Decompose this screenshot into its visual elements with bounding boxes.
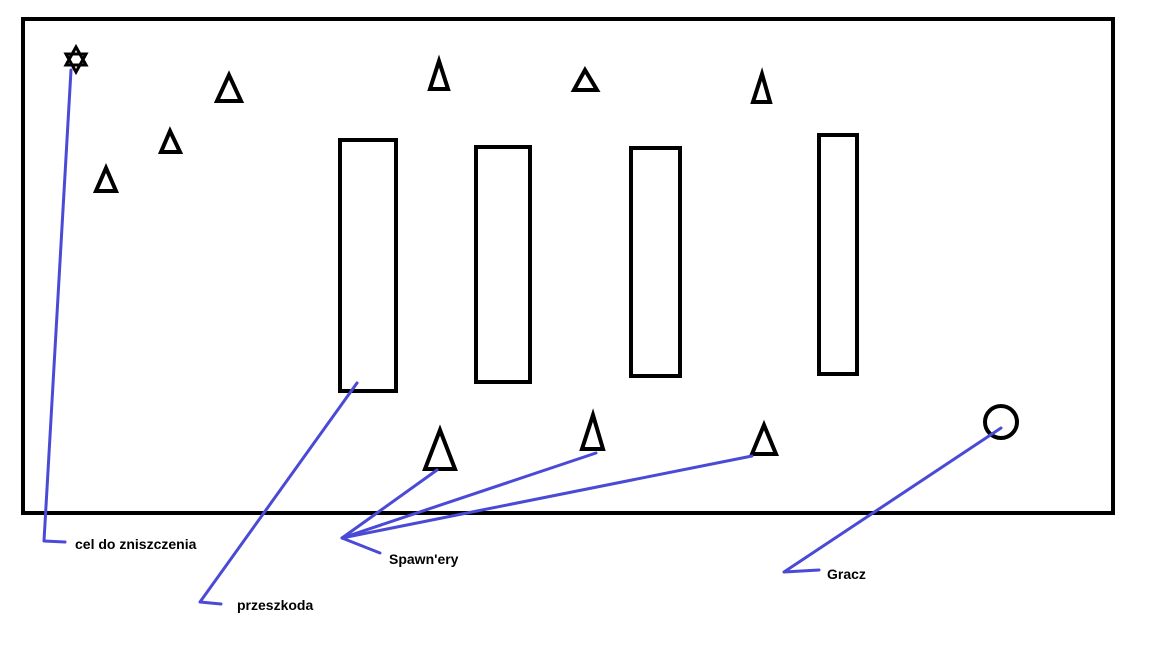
obstacle-pointer-line — [198, 381, 359, 606]
spawner-icons-bottom — [422, 408, 779, 471]
spawner-triangle-icon — [213, 70, 245, 103]
spawner-triangle-icon — [579, 408, 606, 451]
annotation-lines — [42, 68, 1003, 606]
spawner-pointer-tail — [340, 536, 382, 555]
obstacle-rect — [817, 133, 859, 376]
player-circle-icon — [983, 404, 1019, 440]
spawner-triangle-icon — [427, 54, 451, 91]
obstacle-rect — [474, 145, 532, 384]
spawners-label: Spawn'ery — [389, 551, 459, 567]
spawner-triangle-icon — [570, 65, 601, 92]
spawner-triangle-icon — [92, 162, 120, 193]
spawner-triangle-icon — [422, 424, 458, 471]
obstacle-rect — [338, 138, 398, 393]
spawner-triangle-icon — [157, 126, 184, 154]
target-pointer-line — [42, 68, 73, 544]
target-label: cel do zniszczenia — [75, 536, 197, 552]
obstacle-rect — [629, 146, 682, 378]
spawner-triangle-icon — [750, 67, 773, 104]
spawner-icons-top — [92, 54, 773, 193]
player-label: Gracz — [827, 566, 866, 582]
arena-border — [21, 17, 1115, 515]
target-star-icon — [63, 43, 89, 76]
spawner-triangle-icon — [749, 419, 779, 456]
spawner-pointer-line-2 — [340, 451, 598, 540]
spawner-pointer-line-1 — [340, 468, 439, 540]
obstacles — [338, 133, 859, 393]
spawner-pointer-line-3 — [340, 454, 754, 540]
player-pointer-line — [782, 426, 1003, 574]
obstacle-label: przeszkoda — [237, 597, 314, 613]
